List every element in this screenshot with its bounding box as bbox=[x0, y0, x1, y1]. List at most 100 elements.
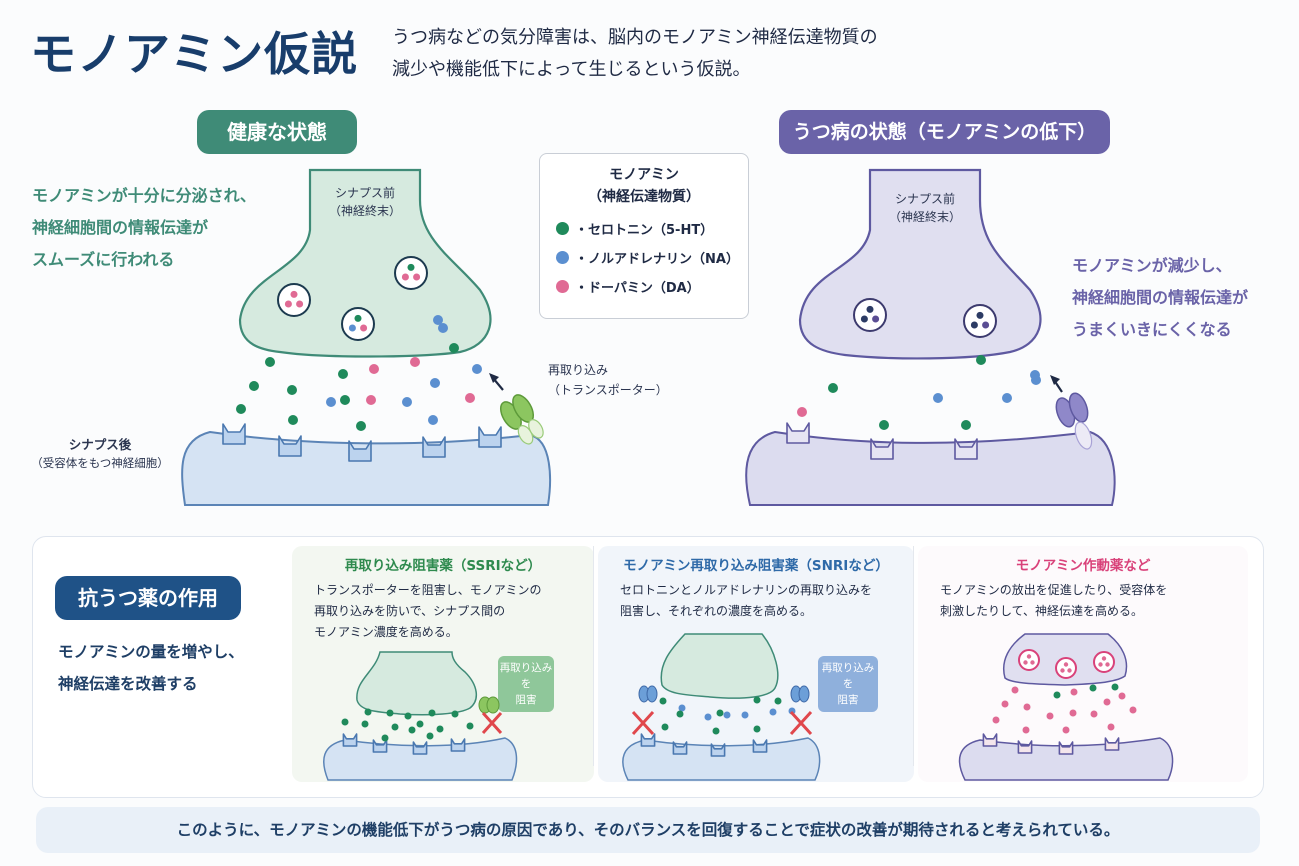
ssri-inhibit-callout: 再取り込みを 阻害 bbox=[498, 656, 554, 712]
description-line: 神経細胞間の情報伝達が bbox=[32, 218, 209, 237]
monoamine-dot bbox=[712, 727, 720, 735]
monoamine-dot bbox=[265, 357, 275, 367]
monoamine-dot bbox=[341, 718, 349, 726]
receptor bbox=[478, 426, 502, 448]
receptor bbox=[278, 435, 302, 457]
monoamine-dot bbox=[338, 369, 348, 379]
ssri-text: トランスポーターを阻害し、モノアミンの 再取り込みを防いで、シナプス間の モノア… bbox=[314, 580, 584, 643]
vesicle-content bbox=[1030, 660, 1035, 665]
description-line: うまくいきにくくなる bbox=[1072, 320, 1232, 339]
description-line: スムーズに行われる bbox=[32, 250, 175, 269]
vesicle-content bbox=[860, 315, 868, 323]
description-line: モノアミンの量を増やし、 bbox=[58, 643, 244, 661]
text-line: セロトニンとノルアドレナリンの再取り込みを bbox=[620, 583, 873, 597]
legend-item-noradrenaline: ・ノルアドレナリン（NA） bbox=[556, 243, 748, 272]
monoamine-dot bbox=[430, 378, 440, 388]
monoamine-dot bbox=[976, 355, 986, 365]
vesicle bbox=[341, 307, 375, 341]
block-x-icon bbox=[481, 711, 503, 735]
monoamine-dot bbox=[428, 709, 436, 717]
vesicle-content bbox=[413, 273, 421, 281]
noradrenaline-dot-icon bbox=[556, 251, 569, 264]
panel-divider bbox=[913, 546, 914, 766]
monoamine-dot bbox=[249, 381, 259, 391]
antidepressant-description: モノアミンの量を増やし、 神経伝達を改善する bbox=[58, 636, 244, 700]
description-line: モノアミンが減少し、 bbox=[1072, 256, 1232, 275]
vesicle-content bbox=[360, 324, 368, 332]
vesicle bbox=[277, 283, 311, 317]
label-line: シナプス前 bbox=[894, 192, 955, 206]
text-line: モノアミンの放出を促進したり、受容体を bbox=[940, 583, 1168, 597]
monoamine-dot bbox=[391, 723, 399, 731]
receptor bbox=[752, 739, 768, 753]
snri-postsynaptic bbox=[622, 737, 821, 781]
block-x-icon bbox=[631, 710, 655, 736]
block-x-icon bbox=[789, 710, 813, 736]
vesicle-content bbox=[284, 300, 292, 308]
label-line: （トランスポーター） bbox=[548, 383, 668, 397]
legend-title: モノアミン （神経伝達物質） bbox=[540, 164, 748, 208]
monoamine-dot bbox=[287, 385, 297, 395]
callout-line: 阻害 bbox=[837, 694, 859, 706]
label-line: 再取り込み bbox=[548, 363, 609, 377]
conclusion-banner: このように、モノアミンの機能低下がうつ病の原因であり、そのバランスを回復すること… bbox=[36, 807, 1260, 853]
healthy-state-label: 健康な状態 bbox=[197, 110, 357, 154]
monoamine-dot bbox=[466, 722, 474, 730]
postsynaptic-neuron bbox=[745, 430, 1116, 506]
monoamine-dot bbox=[741, 711, 749, 719]
monoamine-dot bbox=[428, 415, 438, 425]
vesicle-content bbox=[1063, 662, 1069, 667]
dopamine-dot-icon bbox=[556, 280, 569, 293]
vesicle bbox=[963, 304, 997, 338]
monoamine-dot bbox=[1070, 688, 1078, 696]
vesicle-content bbox=[354, 314, 362, 322]
monoamine-dot bbox=[1062, 726, 1070, 734]
vesicle-content bbox=[296, 300, 304, 308]
monoamine-dot bbox=[1090, 710, 1098, 718]
monoamine-dot bbox=[416, 720, 424, 728]
subtitle-line: 減少や機能低下によって生じるという仮説。 bbox=[392, 59, 751, 80]
monoamine-dot bbox=[753, 725, 761, 733]
monoamine-dot bbox=[1069, 709, 1077, 717]
snri-transporter-icon bbox=[638, 685, 658, 703]
receptor bbox=[372, 739, 388, 753]
receptor bbox=[422, 436, 446, 458]
depressed-description: モノアミンが減少し、 神経細胞間の情報伝達が うまくいきにくくなる bbox=[1072, 250, 1248, 346]
vesicle-content bbox=[407, 263, 415, 271]
monoamine-dot bbox=[326, 397, 336, 407]
receptor bbox=[348, 440, 372, 462]
depressed-state-label: うつ病の状態（モノアミンの低下） bbox=[779, 110, 1110, 154]
receptor bbox=[1104, 737, 1120, 751]
monoamine-dot bbox=[472, 364, 482, 374]
monoamine-dot bbox=[661, 723, 669, 731]
label-line: シナプス後 bbox=[68, 437, 132, 452]
monoamine-dot bbox=[797, 407, 807, 417]
receptor bbox=[1058, 741, 1074, 755]
monoamine-dot bbox=[704, 713, 712, 721]
monoamine-dot bbox=[1053, 691, 1061, 699]
text-line: トランスポーターを阻害し、モノアミンの bbox=[314, 583, 542, 597]
monoamine-dot bbox=[366, 395, 376, 405]
monoamine-dot bbox=[659, 697, 667, 705]
page-title: モノアミン仮説 bbox=[30, 27, 359, 81]
monoamine-dot bbox=[828, 383, 838, 393]
vesicle-content bbox=[1105, 662, 1110, 667]
monoamine-dot bbox=[716, 709, 724, 717]
snri-presynaptic bbox=[660, 633, 779, 699]
monoamine-dot bbox=[1046, 712, 1054, 720]
receptor bbox=[342, 733, 358, 747]
vesicle bbox=[1018, 649, 1040, 671]
text-line: 阻害し、それぞれの濃度を高める。 bbox=[620, 604, 813, 618]
text-line: モノアミン濃度を高める。 bbox=[314, 625, 458, 639]
vesicle-content bbox=[982, 321, 990, 329]
vesicle-content bbox=[1060, 668, 1065, 673]
receptor bbox=[640, 733, 656, 747]
monoamine-dot bbox=[381, 734, 389, 742]
monoamine-dot bbox=[1107, 723, 1115, 731]
monoamine-dot bbox=[356, 421, 366, 431]
legend-label: ・ドーパミン（DA） bbox=[575, 281, 700, 296]
monoamine-dot bbox=[364, 708, 372, 716]
receptor bbox=[412, 741, 428, 755]
vesicle-content bbox=[348, 324, 356, 332]
